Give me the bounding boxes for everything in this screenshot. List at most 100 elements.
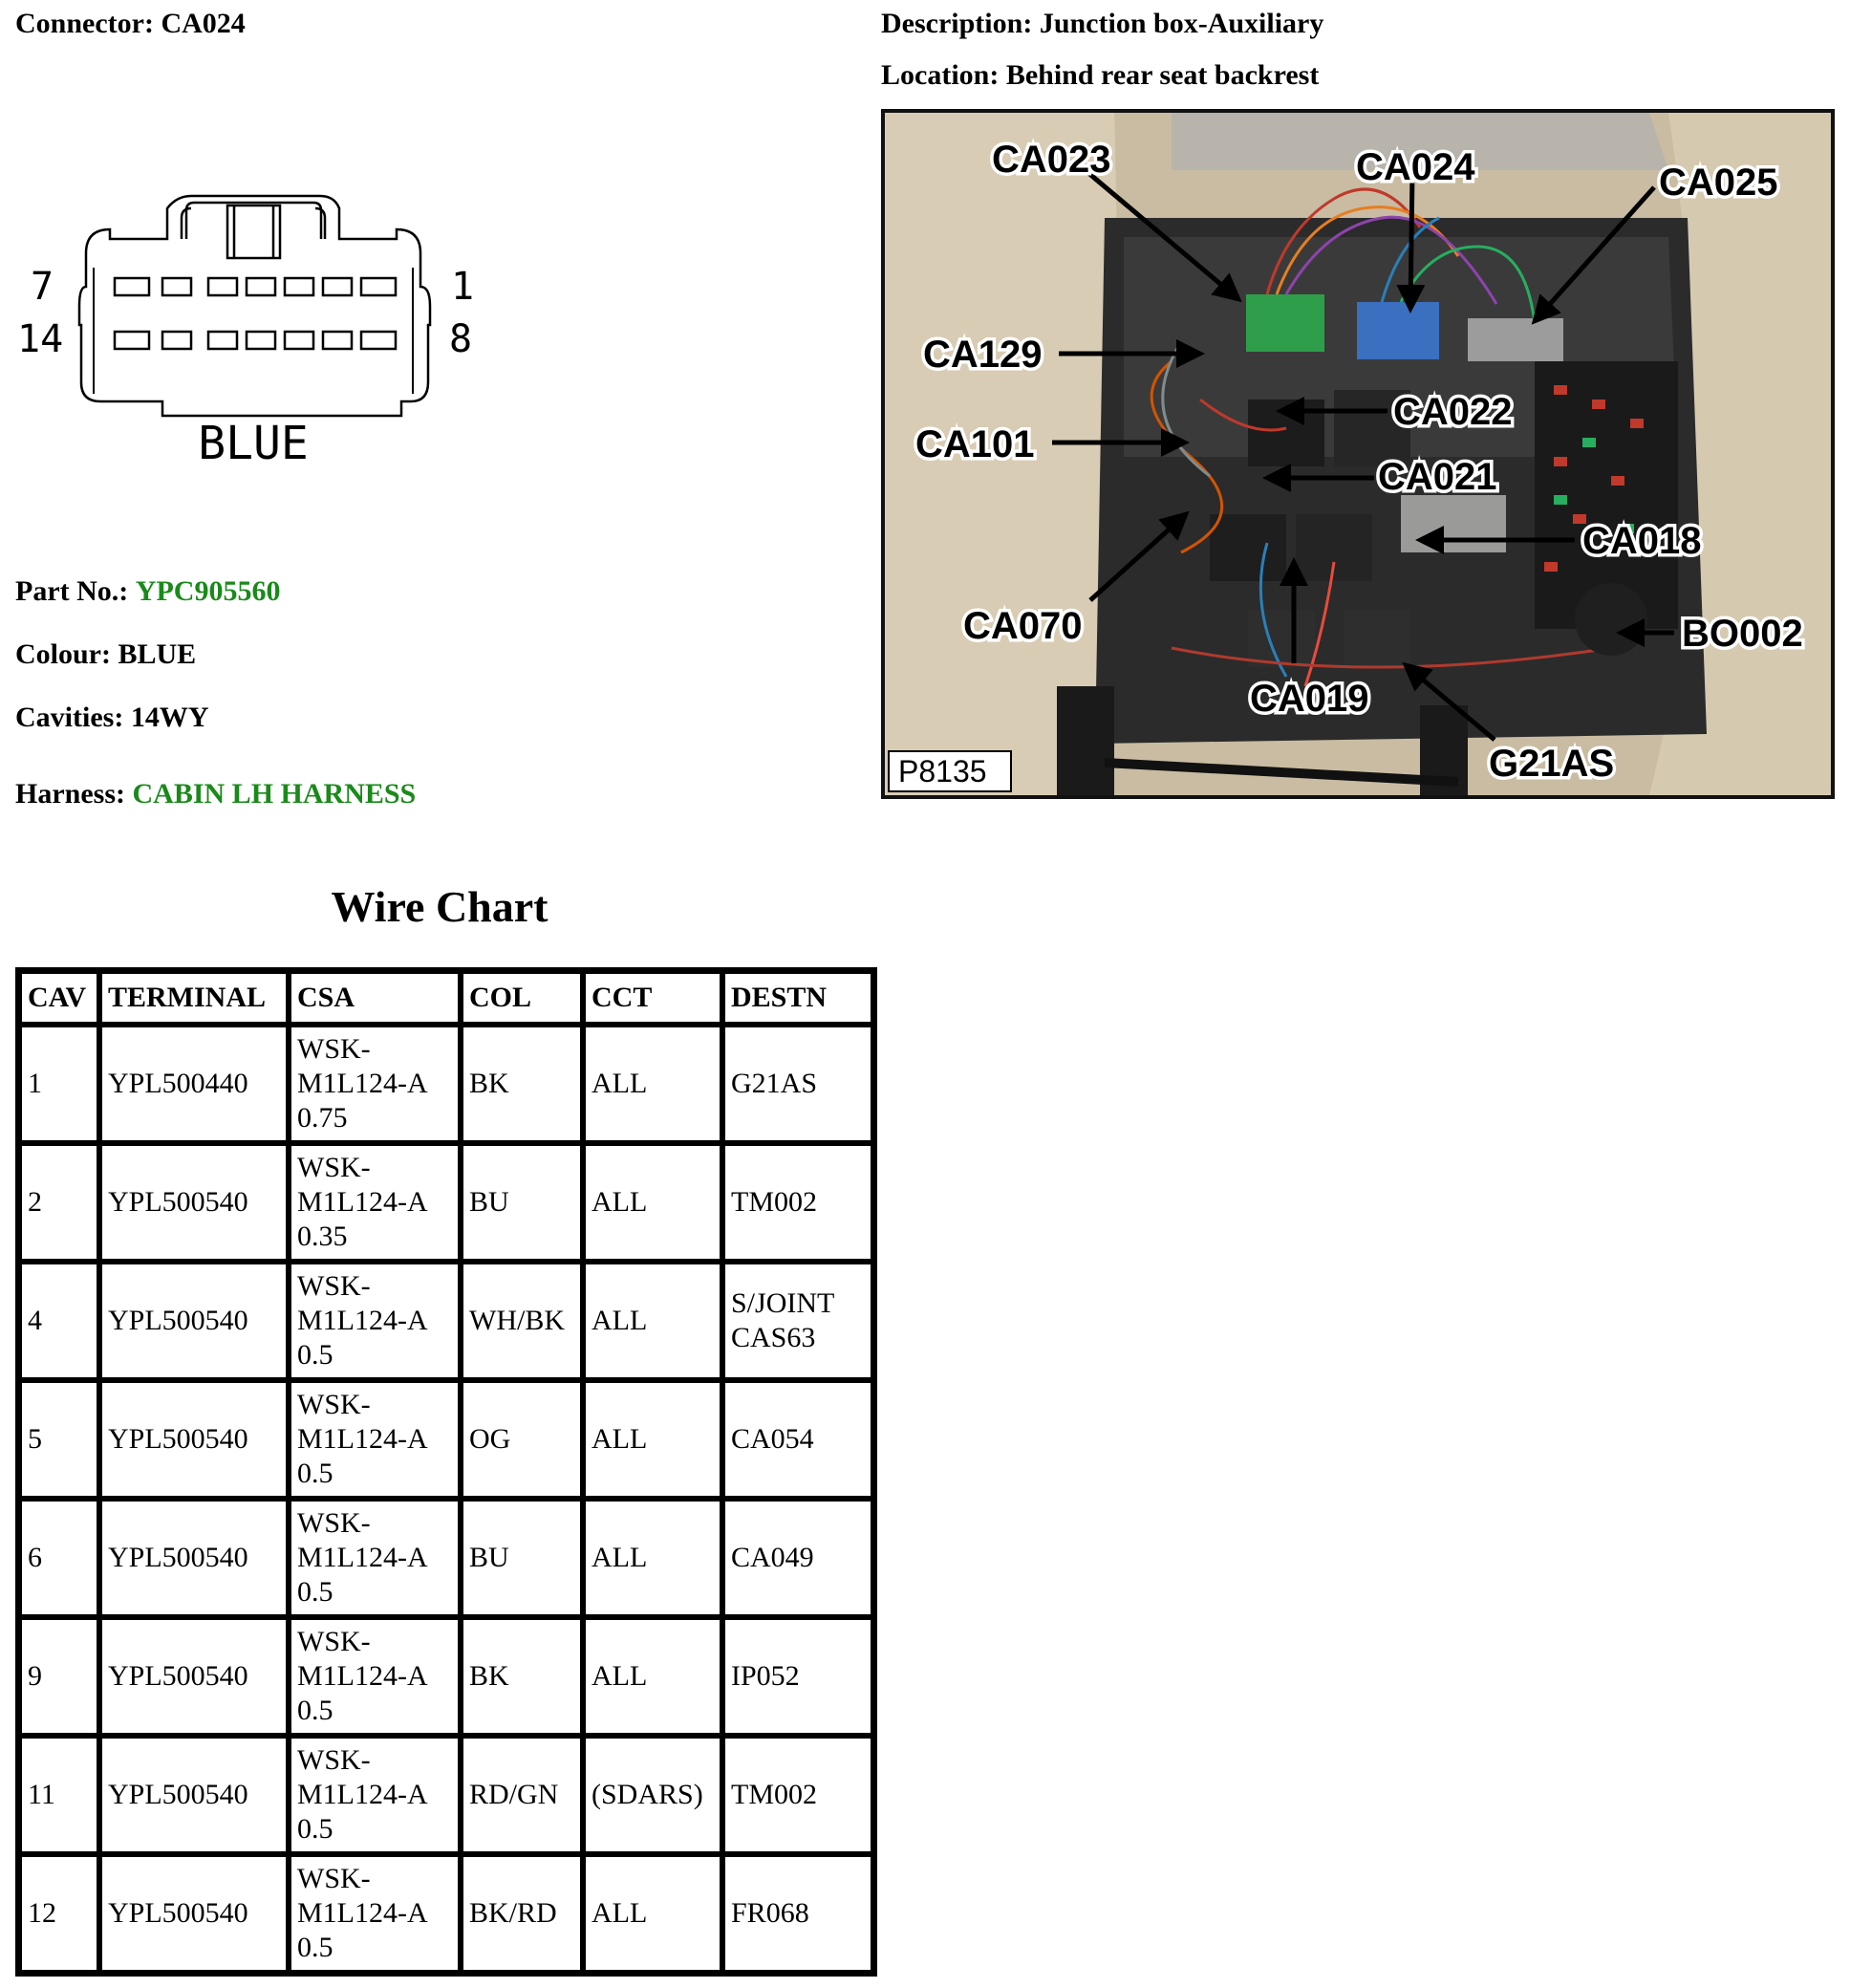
cell-terminal: YPL500540: [99, 1854, 289, 1973]
csa-line: WSK-: [297, 1744, 371, 1776]
description-label: Description:: [881, 8, 1033, 39]
callout-ca018: CA018: [1582, 520, 1702, 562]
callout-ca022: CA022: [1393, 391, 1513, 433]
cell-col: OG: [461, 1380, 583, 1499]
cell-cav: 6: [19, 1499, 99, 1617]
cell-cct: ALL: [583, 1499, 722, 1617]
cell-destn: CA054: [722, 1380, 873, 1499]
cell-terminal: YPL500540: [99, 1736, 289, 1854]
cell-cct: (SDARS): [583, 1736, 722, 1854]
cell-col: BK/RD: [461, 1854, 583, 1973]
csa-line: WSK-: [297, 1389, 371, 1420]
csa-line: M1L124-A: [297, 1542, 428, 1573]
cell-destn: G21AS: [722, 1025, 873, 1143]
pin-label-14: 14: [17, 317, 63, 361]
location-info: Location: Behind rear seat backrest: [881, 59, 1319, 92]
colour-info: Colour: BLUE: [15, 638, 196, 671]
csa-line: WSK-: [297, 1033, 371, 1065]
connector-info: Connector: CA024: [15, 8, 246, 40]
cell-col: WH/BK: [461, 1262, 583, 1380]
cell-destn: CA049: [722, 1499, 873, 1617]
connector-face-diagram: 7 1 14 8 BLUE: [17, 194, 474, 470]
pin-label-7: 7: [31, 265, 54, 309]
csa-line: M1L124-A: [297, 1186, 428, 1218]
colour-value: BLUE: [118, 638, 197, 670]
csa-line: WSK-: [297, 1863, 371, 1894]
csa-line: M1L124-A: [297, 1779, 428, 1810]
description-value: Junction box-Auxiliary: [1039, 8, 1324, 39]
destn-line: IP052: [731, 1660, 800, 1692]
cell-terminal: YPL500540: [99, 1143, 289, 1262]
csa-line: 0.5: [297, 1458, 333, 1489]
cavities-info: Cavities: 14WY: [15, 702, 208, 734]
cell-terminal: YPL500540: [99, 1617, 289, 1736]
cell-cct: ALL: [583, 1025, 722, 1143]
destn-line: G21AS: [731, 1068, 818, 1099]
connector-value: CA024: [161, 8, 246, 39]
cavities-label: Cavities:: [15, 702, 124, 733]
cell-destn: TM002: [722, 1143, 873, 1262]
location-label: Location:: [881, 59, 1000, 91]
csa-line: 0.5: [297, 1695, 333, 1726]
destn-line: CAS63: [731, 1322, 816, 1353]
cell-destn: TM002: [722, 1736, 873, 1854]
part-number-label: Part No.:: [15, 575, 129, 607]
cell-terminal: YPL500540: [99, 1380, 289, 1499]
callout-ca023: CA023: [992, 139, 1111, 181]
pin-label-8: 8: [449, 317, 472, 361]
csa-line: WSK-: [297, 1152, 371, 1183]
callout-ca070: CA070: [963, 605, 1083, 647]
cell-col: BK: [461, 1617, 583, 1736]
csa-line: 0.5: [297, 1932, 333, 1963]
harness-info: Harness: CABIN LH HARNESS: [15, 778, 416, 810]
header-csa: CSA: [289, 971, 461, 1025]
cell-col: RD/GN: [461, 1736, 583, 1854]
cell-col: BU: [461, 1143, 583, 1262]
header-cav: CAV: [19, 971, 99, 1025]
csa-line: M1L124-A: [297, 1305, 428, 1336]
callout-ca129: CA129: [923, 334, 1043, 376]
photo-reference: P8135: [898, 754, 987, 789]
cell-cav: 9: [19, 1617, 99, 1736]
header-terminal: TERMINAL: [99, 971, 289, 1025]
callout-ca101: CA101: [915, 423, 1035, 465]
csa-line: 0.5: [297, 1576, 333, 1608]
csa-line: M1L124-A: [297, 1423, 428, 1455]
cell-destn: FR068: [722, 1854, 873, 1973]
harness-label: Harness:: [15, 778, 125, 810]
header-destn: DESTN: [722, 971, 873, 1025]
cell-cct: ALL: [583, 1380, 722, 1499]
csa-line: M1L124-A: [297, 1660, 428, 1692]
destn-line: TM002: [731, 1186, 817, 1218]
csa-line: M1L124-A: [297, 1068, 428, 1099]
cell-destn: IP052: [722, 1617, 873, 1736]
part-number-link[interactable]: YPC905560: [135, 575, 281, 607]
csa-line: 0.5: [297, 1813, 333, 1845]
cell-terminal: YPL500440: [99, 1025, 289, 1143]
harness-link[interactable]: CABIN LH HARNESS: [132, 778, 417, 810]
callout-ca019: CA019: [1250, 678, 1369, 720]
callout-ca021: CA021: [1378, 456, 1497, 498]
cell-cct: ALL: [583, 1143, 722, 1262]
part-number-info: Part No.: YPC905560: [15, 575, 280, 608]
header-cct: CCT: [583, 971, 722, 1025]
cell-terminal: YPL500540: [99, 1499, 289, 1617]
destn-line: S/JOINT: [731, 1287, 835, 1319]
destn-line: TM002: [731, 1779, 817, 1810]
colour-label: Colour:: [15, 638, 111, 670]
location-value: Behind rear seat backrest: [1005, 59, 1320, 91]
